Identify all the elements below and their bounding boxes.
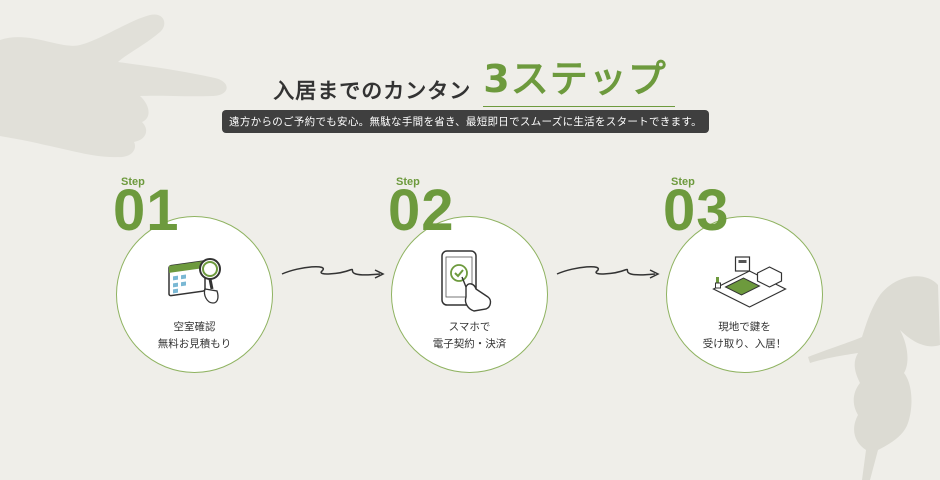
step-label: Step [121,176,145,188]
caption-line-1: スマホで [448,321,491,333]
step-circle: 空室確認 無料お見積もり [116,216,273,373]
arrow-icon [556,266,660,279]
caption-line-2: 電子契約・決済 [432,338,507,350]
caption-line-1: 空室確認 [173,321,216,333]
caption-line-1: 現地で鍵を [718,321,771,333]
step-number: 02 [388,178,455,243]
title-accent-wrap: 3ステップ [483,48,675,111]
step-circle: スマホで 電子契約・決済 [391,216,548,373]
step-label: Step [671,176,695,188]
step-caption: 現地で鍵を 受け取り、入居！ [667,319,822,353]
step-2: Step 02 スマホで 電子契約・決済 [385,176,555,376]
subtitle-banner: 遠方からのご予約でも安心。無駄な手間を省き、最短即日でスムーズに生活をスタートで… [222,110,709,133]
step-1: Step 01 空室確認 無料お見積もり [110,176,280,376]
step-circle: 現地で鍵を 受け取り、入居！ [666,216,823,373]
page-header: 入居までのカンタン 3ステップ [0,48,940,111]
caption-line-2: 受け取り、入居！ [702,338,787,350]
hand-silhouette [0,14,227,158]
smartphone-check-icon [441,250,492,312]
step-caption: 空室確認 無料お見積もり [117,319,272,353]
furnished-room-icon [712,256,787,308]
title-accent: 3ステップ [483,57,667,101]
calendar-magnifier-icon [168,258,221,304]
step-label: Step [396,176,420,188]
step-number: 03 [663,178,730,243]
step-3: Step 03 現地で鍵を 受け取り、入居！ [660,176,830,376]
caption-line-2: 無料お見積もり [157,338,232,350]
title-main: 入居までのカンタン [273,79,472,103]
fairy-silhouette [808,276,940,480]
step-number: 01 [113,178,180,243]
step-caption: スマホで 電子契約・決済 [392,319,547,353]
arrow-icon [281,266,385,279]
